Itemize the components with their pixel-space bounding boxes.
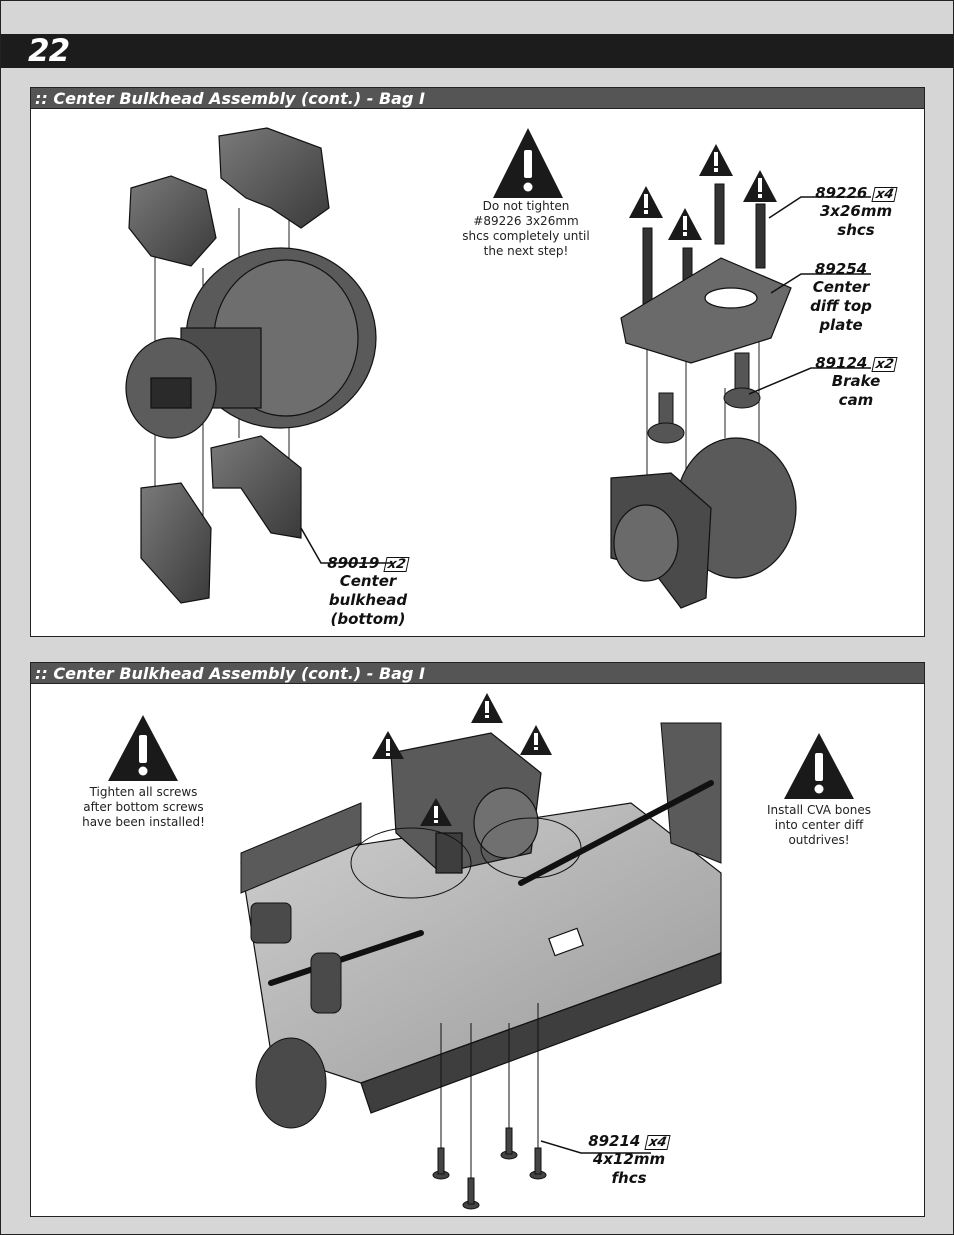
- page-header-bar: [1, 34, 953, 68]
- warning-message-right: Install CVA bones into center diff outdr…: [767, 803, 871, 847]
- warning-triangle-icon: [108, 715, 178, 781]
- quantity-badge: x2: [383, 557, 411, 572]
- part-description: Center bulkhead (bottom): [328, 572, 408, 628]
- center-diff-top-plate-part: [620, 257, 792, 364]
- part-number: 89019: [327, 554, 380, 572]
- part-number: 89124: [815, 354, 868, 372]
- brake-cam-part: [647, 352, 761, 444]
- part-number: 89254: [814, 260, 868, 278]
- quantity-badge: x4: [871, 187, 899, 202]
- center-bulkhead-top-part: [128, 127, 330, 267]
- warning-triangle-icon: [493, 128, 563, 198]
- part-description: 3x26mm shcs: [819, 202, 893, 239]
- panel-title: :: Center Bulkhead Assembly (cont.) - Ba…: [35, 89, 425, 108]
- page-number: 22: [28, 33, 70, 69]
- chassis-install-diagram: [108, 693, 854, 1210]
- panel-header: :: Center Bulkhead Assembly (cont.) - Ba…: [31, 88, 924, 109]
- assembled-center-diff-part: [610, 437, 797, 609]
- warning-message: Do not tighten #89226 3x26mm shcs comple…: [462, 199, 590, 258]
- warning-message-left: Tighten all screws after bottom screws h…: [82, 785, 205, 829]
- assembly-step-panel-1: :: Center Bulkhead Assembly (cont.) - Ba…: [30, 87, 925, 637]
- part-description: Brake cam: [831, 372, 881, 409]
- part-number: 89214: [588, 1132, 641, 1150]
- assembled-center-diff-part: [390, 732, 542, 874]
- center-bulkhead-bottom-part: [140, 435, 302, 604]
- screw-part: [432, 1127, 547, 1210]
- exploded-diagram-1: [125, 127, 871, 609]
- panel-title: :: Center Bulkhead Assembly (cont.) - Ba…: [35, 664, 425, 683]
- warning-triangle-icon: [629, 144, 777, 240]
- part-callout-89254: 89254 Center diff top plate: [791, 259, 891, 335]
- warning-triangle-icon: [784, 733, 854, 799]
- part-description: 4x12mm fhcs: [592, 1150, 666, 1187]
- part-number: 89226: [815, 184, 868, 202]
- assembly-step-panel-2: :: Center Bulkhead Assembly (cont.) - Ba…: [30, 662, 925, 1217]
- quantity-badge: x4: [644, 1135, 672, 1150]
- center-differential-part: [125, 247, 377, 439]
- panel-header: :: Center Bulkhead Assembly (cont.) - Ba…: [31, 663, 924, 684]
- quantity-badge: x2: [871, 357, 899, 372]
- part-description: Center diff top plate: [810, 278, 872, 334]
